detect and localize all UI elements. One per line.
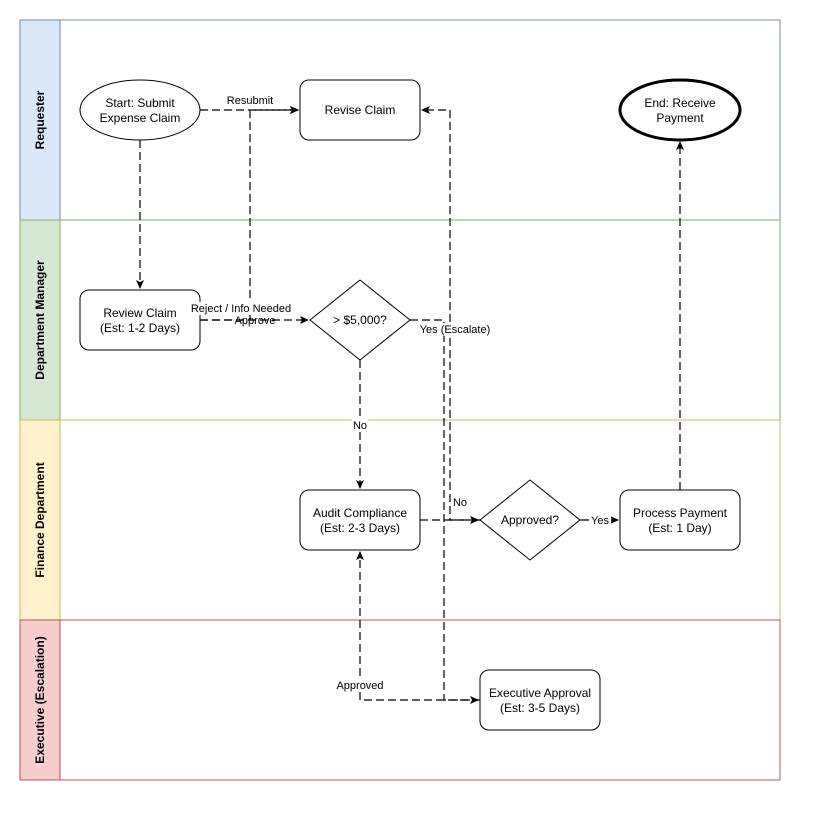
node-executive-approval: Executive Approval (Est: 3-5 Days) [479, 669, 601, 731]
node-review-claim: Review Claim (Est: 1-2 Days) [79, 289, 201, 351]
edge-label-exec-approved: Approved [335, 679, 385, 692]
lane-label-department-manager: Department Manager [33, 260, 47, 380]
svg-text:Approve: Approve [235, 315, 276, 327]
node-approved-decision: Approved? [479, 479, 581, 561]
edge-label-resubmit: Resubmit [224, 94, 276, 107]
node-exec-line1: Executive Approval [489, 686, 591, 700]
lane-header-executive-escalation [19, 619, 61, 781]
edge-label-no-threshold: No [352, 419, 368, 432]
lane-label-finance-department: Finance Department [33, 462, 47, 577]
node-threshold-line1: > $5,000? [333, 313, 387, 327]
lane-body-executive-escalation [59, 619, 781, 781]
node-end: End: Receive Payment [618, 78, 742, 142]
node-payment-line1: Process Payment [633, 506, 728, 520]
lane-label-executive-escalation: Executive (Escalation) [33, 636, 47, 763]
node-process-payment: Process Payment (Est: 1 Day) [619, 489, 741, 551]
edge-label-reject: Reject / Info Needed [190, 302, 292, 315]
node-audit-compliance: Audit Compliance (Est: 2-3 Days) [299, 489, 421, 551]
edge-label-yes-escalate: Yes (Escalate) [420, 323, 491, 336]
node-start-line1: Start: Submit [105, 96, 175, 110]
lane-department-manager: Department Manager [19, 219, 781, 421]
node-approved-line1: Approved? [501, 513, 559, 527]
svg-text:Resubmit: Resubmit [227, 95, 273, 107]
node-start-line2: Expense Claim [100, 111, 181, 125]
svg-text:Yes: Yes [591, 515, 609, 527]
node-review-claim-line2: (Est: 1-2 Days) [100, 321, 180, 335]
svg-text:Reject / Info Needed: Reject / Info Needed [191, 303, 291, 315]
node-audit-line2: (Est: 2-3 Days) [320, 521, 400, 535]
node-end-line2: Payment [656, 111, 704, 125]
lane-label-requester: Requester [33, 90, 47, 149]
edge-threshold-yes-to-exec [410, 319, 479, 704]
lane-header-department-manager [19, 219, 61, 421]
node-threshold-decision: > $5,000? [309, 279, 411, 361]
edge-label-no-approved: No [452, 496, 468, 509]
svg-text:Yes (Escalate): Yes (Escalate) [420, 324, 491, 336]
node-review-claim-line1: Review Claim [103, 306, 176, 320]
node-revise-claim-line1: Revise Claim [325, 103, 396, 117]
node-revise-claim: Revise Claim [299, 79, 421, 141]
node-end-line1: End: Receive [644, 96, 716, 110]
node-start: Start: Submit Expense Claim [79, 79, 201, 141]
edge-approved-no-to-revise [421, 106, 480, 521]
node-payment-line2: (Est: 1 Day) [648, 521, 711, 535]
node-exec-line2: (Est: 3-5 Days) [500, 701, 580, 715]
edge-label-yes-approved: Yes [589, 514, 611, 527]
svg-text:No: No [453, 497, 467, 509]
edge-label-approve: Approve [235, 315, 276, 327]
edge-exec-approved-to-audit [356, 551, 480, 701]
lane-executive-escalation: Executive (Escalation) [19, 619, 781, 781]
svg-text:No: No [353, 420, 367, 432]
svg-text:Approved: Approved [336, 680, 383, 692]
node-audit-line1: Audit Compliance [313, 506, 407, 520]
lane-requester: Requester [19, 19, 781, 221]
edge-review-reject-to-revise [200, 106, 299, 321]
